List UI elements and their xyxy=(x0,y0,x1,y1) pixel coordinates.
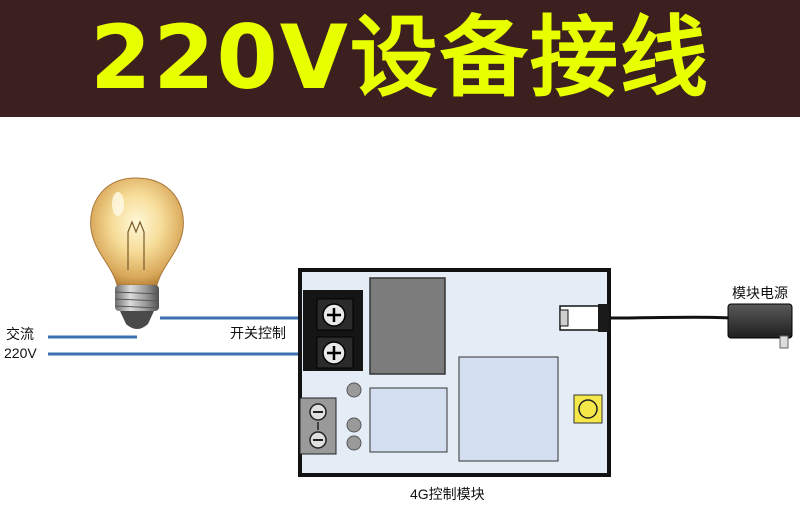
chip-4g-module xyxy=(458,356,559,462)
screw-terminal-1 xyxy=(316,298,354,331)
switch-control-label: 开关控制 xyxy=(230,325,286,341)
input-terminal xyxy=(299,397,337,455)
module-name-label: 4G控制模块 xyxy=(410,486,485,502)
page-title: 220V设备接线 xyxy=(90,6,710,109)
relay xyxy=(369,277,446,375)
led-indicator xyxy=(346,435,362,451)
ac-label-line1: 交流 xyxy=(6,326,34,342)
4g-control-module xyxy=(298,268,611,477)
led-indicator xyxy=(346,417,362,433)
light-bulb-icon xyxy=(90,177,184,329)
dc-power-jack xyxy=(559,304,609,332)
module-power-label: 模块电源 xyxy=(732,285,788,301)
led-indicator xyxy=(346,382,362,398)
screw-terminal-2 xyxy=(316,336,354,369)
ac-wires xyxy=(48,316,305,356)
power-adapter xyxy=(607,303,793,349)
reset-button xyxy=(573,394,603,424)
wiring-diagram xyxy=(48,177,793,477)
ac-label-line2: 220V xyxy=(4,345,37,361)
chip-small xyxy=(369,387,448,453)
title-banner: 220V设备接线 xyxy=(0,0,800,117)
